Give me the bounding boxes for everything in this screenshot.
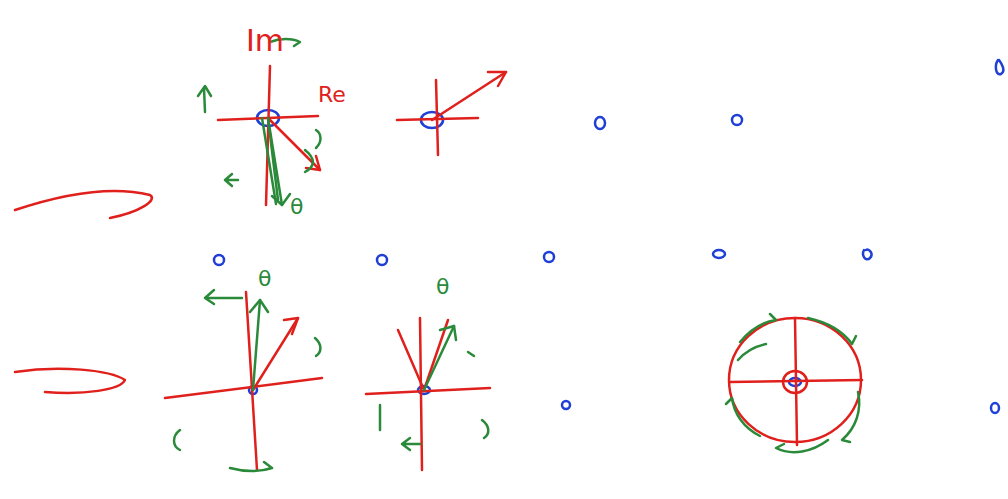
axis-label: Im xyxy=(246,26,284,56)
axes-and-phasors xyxy=(15,66,862,470)
angle-label: θ xyxy=(436,276,449,298)
axis-label: Re xyxy=(318,84,346,106)
angle-label: θ xyxy=(258,268,271,290)
angle-label: θ xyxy=(290,196,303,218)
rotation-arrows xyxy=(174,39,859,471)
grid-dots xyxy=(214,60,1003,413)
